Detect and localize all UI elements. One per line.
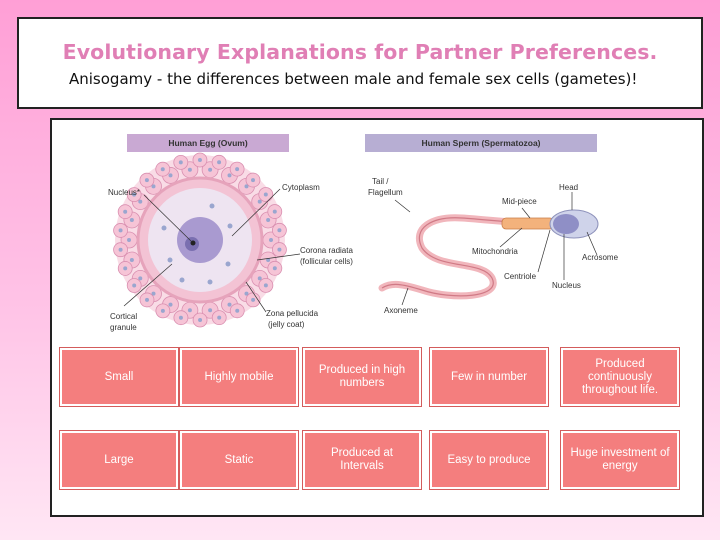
egg-label-corona-sub: (follicular cells) bbox=[300, 257, 353, 266]
cell-egg-2: Static bbox=[179, 430, 299, 490]
gamete-illustration bbox=[113, 152, 599, 328]
cell-sperm-1: Small bbox=[59, 347, 179, 407]
page-subtitle: Anisogamy - the differences between male… bbox=[69, 70, 638, 88]
cell-egg-3: Produced at Intervals bbox=[302, 430, 422, 490]
cell-sperm-4: Few in number bbox=[429, 347, 549, 407]
egg-label-zona: Zona pellucida bbox=[266, 309, 319, 318]
egg-label-cortical: Cortical bbox=[110, 312, 138, 321]
content-panel: Human Egg (Ovum) Human Sperm (Spermatozo… bbox=[50, 118, 704, 517]
cell-sperm-2: Highly mobile bbox=[179, 347, 299, 407]
sperm-label-acrosome: Acrosome bbox=[582, 253, 619, 262]
sperm-label-tail-sub: Flagellum bbox=[368, 188, 403, 197]
egg-label-zona-sub: (jelly coat) bbox=[268, 320, 305, 329]
sperm-label-tail: Tail / bbox=[372, 177, 389, 186]
sperm-label-mitochondria: Mitochondria bbox=[472, 247, 518, 256]
sperm-label-centriole: Centriole bbox=[504, 272, 537, 281]
egg-illustration bbox=[113, 152, 301, 328]
sperm-label-midpiece: Mid-piece bbox=[502, 197, 537, 206]
title-panel: Evolutionary Explanations for Partner Pr… bbox=[17, 17, 703, 109]
egg-label-cytoplasm: Cytoplasm bbox=[282, 183, 320, 192]
sperm-header: Human Sperm (Spermatozoa) bbox=[365, 134, 597, 152]
cell-egg-1: Large bbox=[59, 430, 179, 490]
cell-egg-5: Huge investment of energy bbox=[560, 430, 680, 490]
page-title: Evolutionary Explanations for Partner Pr… bbox=[62, 40, 658, 64]
egg-label-nucleus: Nucleus* bbox=[108, 188, 141, 197]
sperm-label-nucleus: Nucleus bbox=[552, 281, 581, 290]
sperm-label-head: Head bbox=[559, 183, 579, 192]
cell-sperm-3: Produced in high numbers bbox=[302, 347, 422, 407]
cell-egg-4: Easy to produce bbox=[429, 430, 549, 490]
egg-label-cortical-sub: granule bbox=[110, 323, 137, 332]
sperm-label-axoneme: Axoneme bbox=[384, 306, 418, 315]
sperm-illustration bbox=[378, 192, 599, 306]
cell-sperm-5: Produced continuously throughout life. bbox=[560, 347, 680, 407]
egg-header: Human Egg (Ovum) bbox=[127, 134, 289, 152]
egg-label-corona: Corona radiata bbox=[300, 246, 353, 255]
